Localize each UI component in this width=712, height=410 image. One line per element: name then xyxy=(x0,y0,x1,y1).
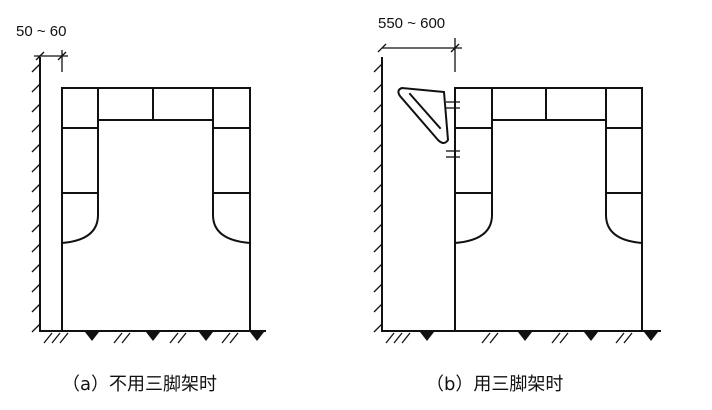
dimension-a: 50 ~ 60 xyxy=(16,23,68,72)
floor-a xyxy=(39,330,266,344)
tripod-bracket xyxy=(397,86,460,158)
wall-a xyxy=(31,57,41,333)
panel-a: 50 ~ 60 （a）不用三脚架时 xyxy=(16,23,266,395)
lining-structure-b xyxy=(453,87,644,332)
dimension-b: 550 ~ 600 xyxy=(377,15,462,72)
dimension-label-b: 550 ~ 600 xyxy=(378,15,445,32)
caption-b: （b）用三脚架时 xyxy=(426,374,563,395)
lining-structure-a xyxy=(60,87,252,332)
dimension-label-a: 50 ~ 60 xyxy=(16,23,66,40)
panel-b: 550 ~ 600 xyxy=(373,15,661,395)
caption-a: （a）不用三脚架时 xyxy=(62,374,217,395)
wall-b xyxy=(373,57,383,333)
floor-b xyxy=(381,330,661,344)
